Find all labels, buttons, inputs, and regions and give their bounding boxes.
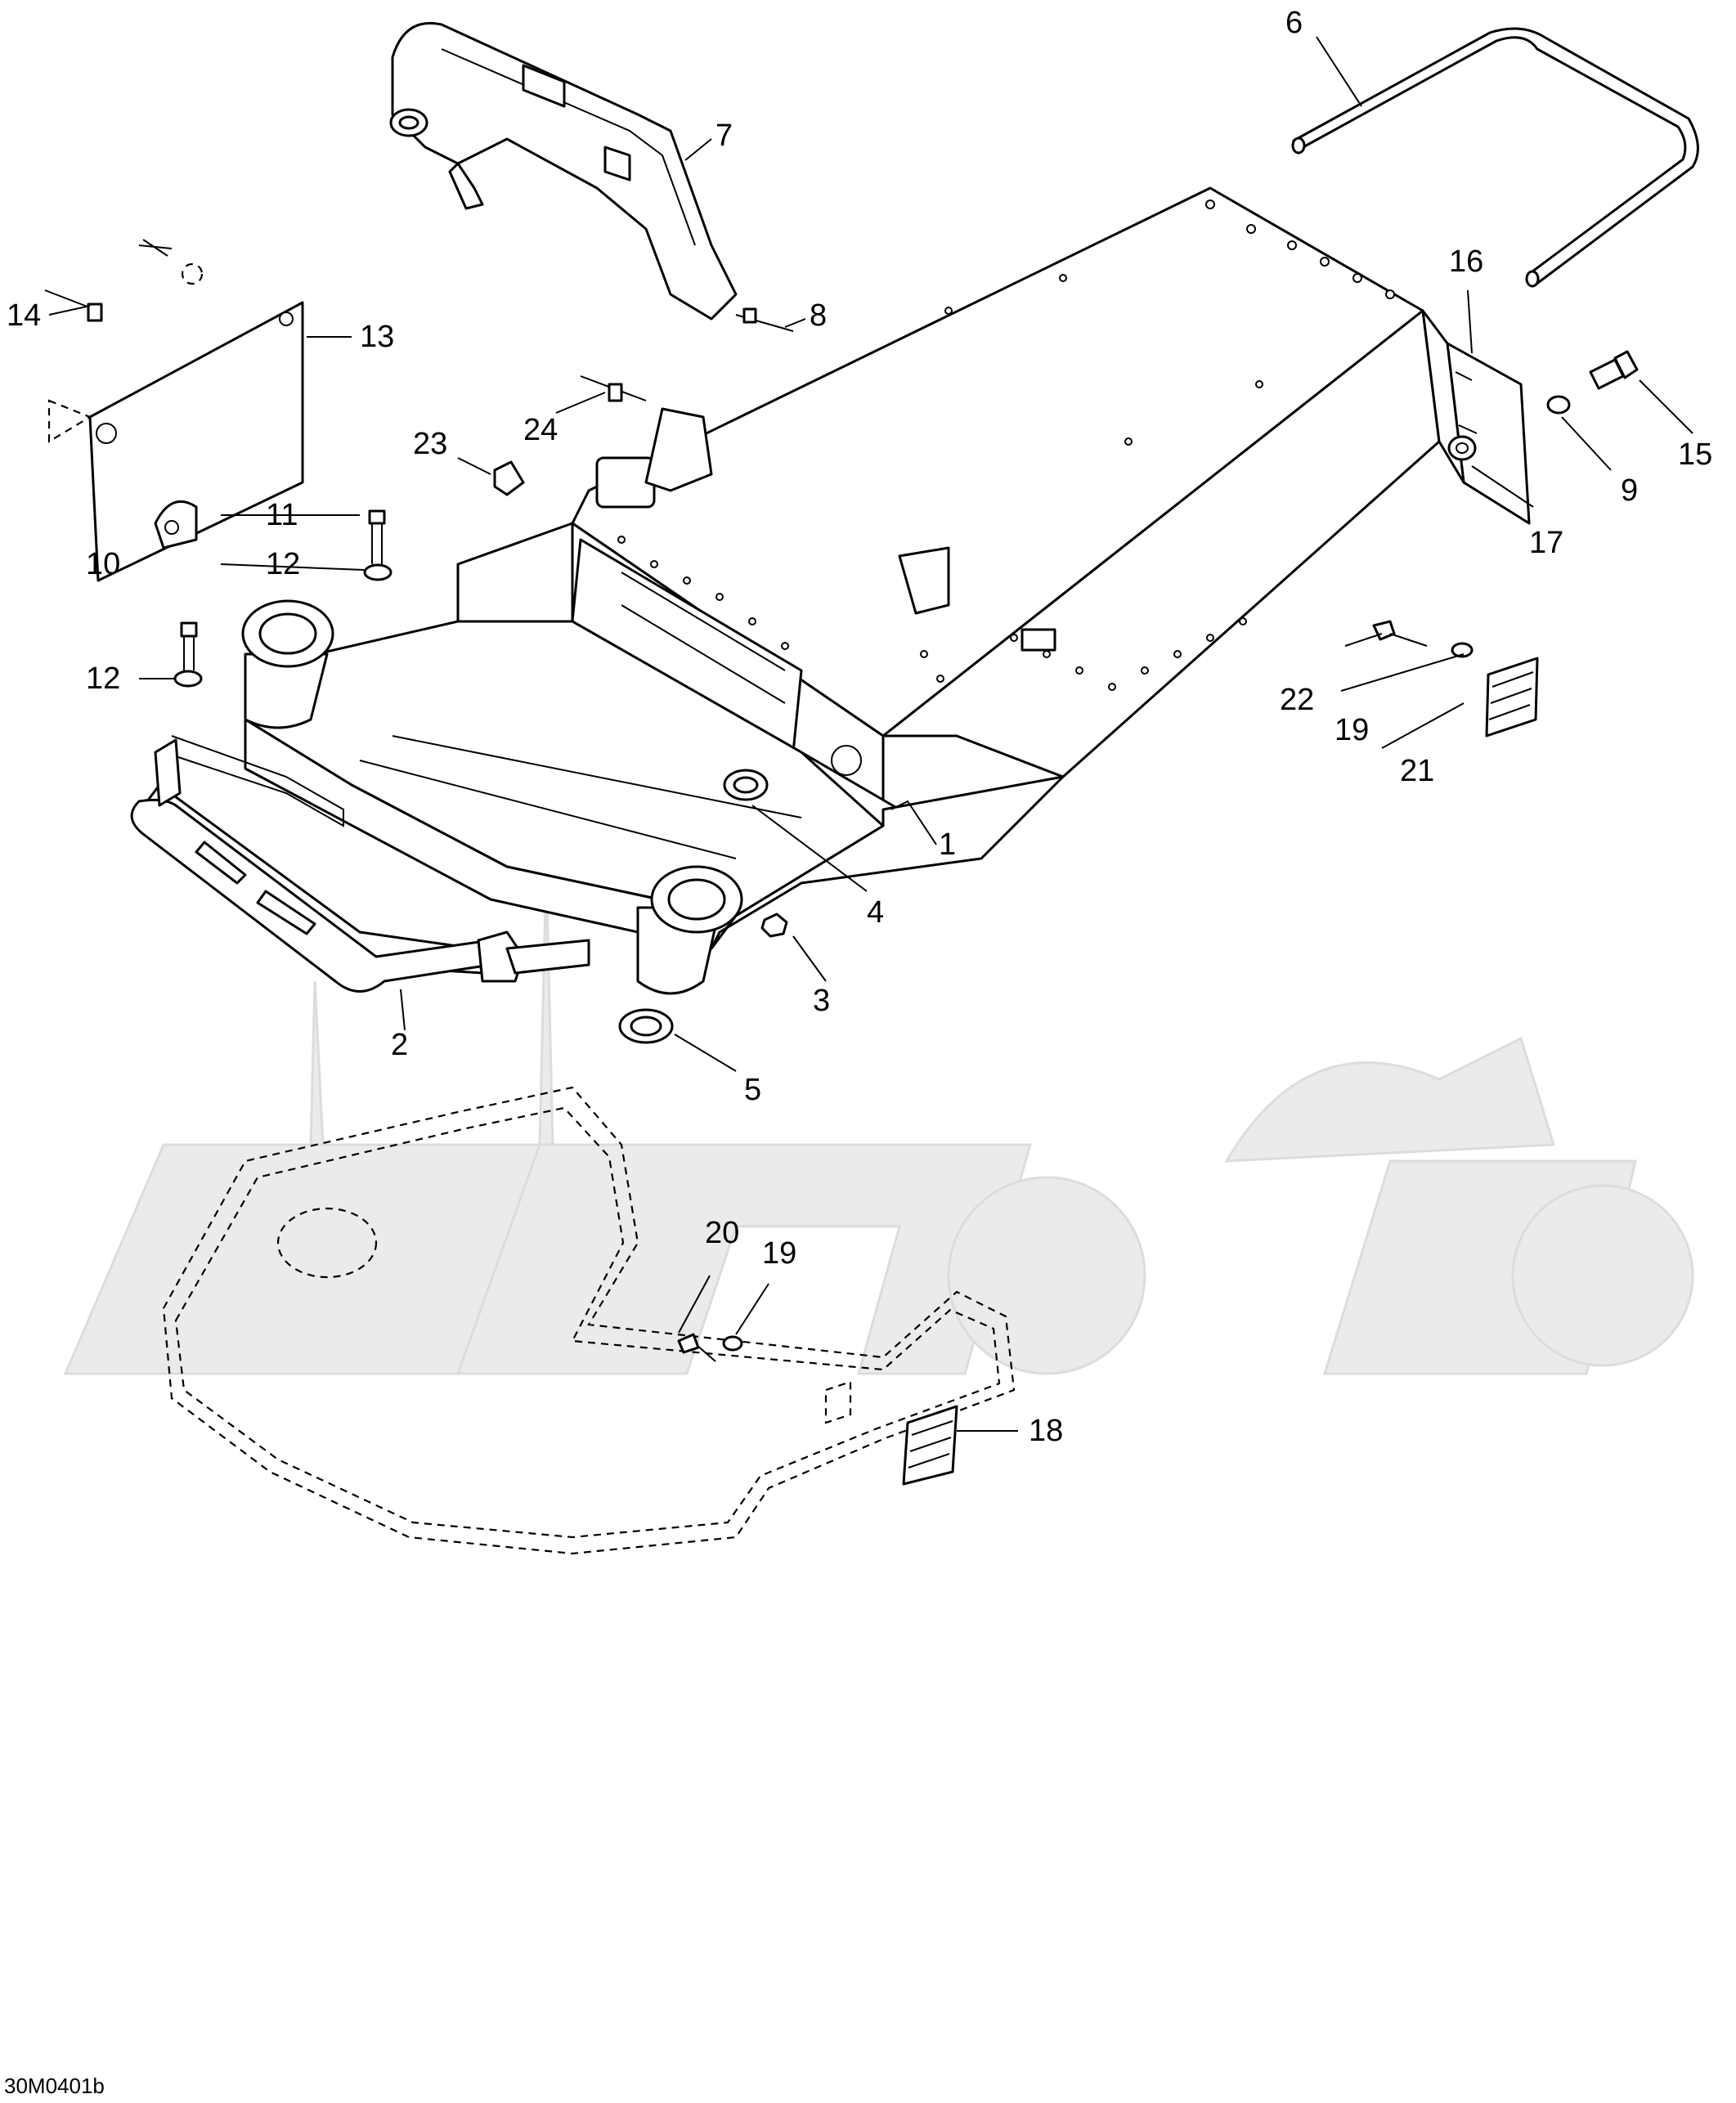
rear-bracket [1421,309,1531,525]
side-panel [47,262,304,582]
callout-14: 14 [7,298,41,333]
diagram-code: 30M0401b [4,2074,105,2098]
skid-plate-outline [162,1086,1016,1555]
bolt [1589,350,1639,390]
callout-18: 18 [1029,1414,1063,1448]
washer [1447,395,1571,461]
callout-17: 17 [1529,526,1563,560]
rivet [44,239,794,402]
callout-1: 1 [939,827,956,862]
callout-4: 4 [867,895,884,930]
callout-16: 16 [1449,244,1483,279]
watermark [63,866,1694,1375]
callout-19a: 19 [1335,713,1369,747]
chassis-frame [244,186,1441,950]
small-screws [677,620,1474,1362]
callout-19b: 19 [762,1236,796,1271]
grab-handle [1291,27,1699,288]
leader-lines [48,36,1693,1432]
callout-11: 11 [266,498,298,532]
screws-and-washers [173,509,393,688]
callout-6: 6 [1285,6,1303,40]
callout-13: 13 [360,320,394,354]
callout-3: 3 [813,984,830,1018]
front-bumper [130,735,590,993]
callout-12a: 12 [266,547,300,581]
callout-9: 9 [1621,473,1638,508]
callout-21: 21 [1400,754,1434,788]
bushing [241,599,769,1044]
hood-bracket [389,21,738,321]
callout-12b: 12 [86,661,120,696]
callout-22: 22 [1280,683,1314,717]
callout-2: 2 [391,1028,408,1062]
callout-10: 10 [86,547,120,581]
nut [760,912,788,938]
callout-5: 5 [744,1073,761,1107]
callout-labels: 1 2 3 4 5 6 7 8 9 10 11 12 12 13 14 15 1… [7,6,1712,1448]
callout-20: 20 [705,1216,739,1250]
callout-7: 7 [715,119,733,153]
reflector [902,657,1539,1486]
callout-24: 24 [523,413,558,447]
clip [493,460,525,496]
callout-23: 23 [413,427,447,461]
callout-15: 15 [1678,437,1712,472]
callout-8: 8 [810,298,827,333]
